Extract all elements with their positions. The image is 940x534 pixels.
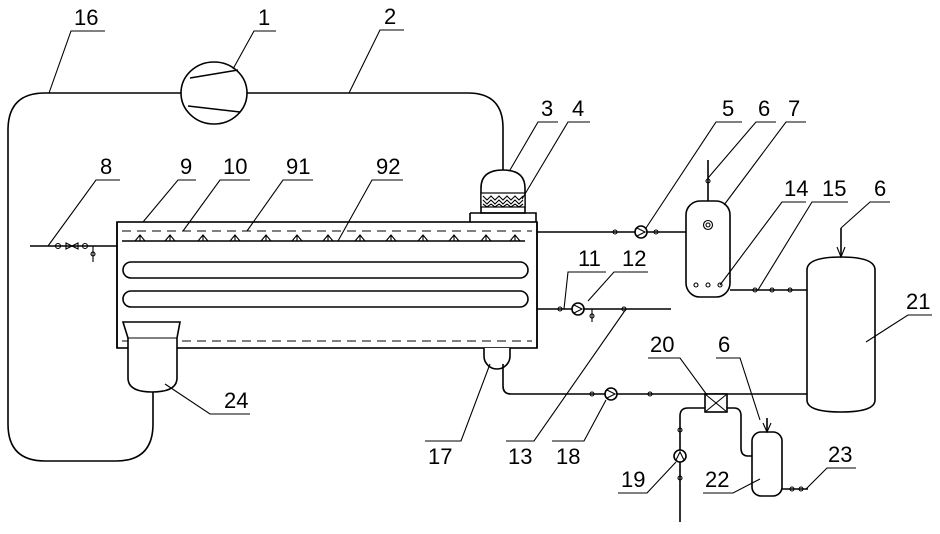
evaporator-shell [116,221,538,349]
label-8: 8 [100,154,112,179]
part-labels: 1 2 16 3 4 5 6 7 8 9 10 91 92 14 15 6 11… [74,4,930,492]
filter-mesh-4 [482,195,524,208]
sump-17 [483,348,511,370]
label-92: 92 [376,154,400,179]
pipe-15-valves [752,287,793,293]
label-2: 2 [384,4,396,29]
pipe-22 [727,407,752,457]
pump-5 [612,225,659,239]
label-24: 24 [224,388,248,413]
label-4: 4 [572,96,584,121]
label-6-bottom: 6 [718,332,730,357]
label-6-top: 6 [758,96,770,121]
label-11: 11 [578,246,601,271]
tank-21 [806,256,876,413]
label-16: 16 [74,5,98,30]
label-3: 3 [541,96,553,121]
compressor [180,61,248,125]
heat-exchange-tubes [122,261,529,308]
label-10: 10 [223,154,247,179]
pipe-17-to-21 [502,364,807,395]
label-17: 17 [428,444,452,469]
tank-7-inlet-valve [705,178,711,184]
leader-lines [47,29,932,494]
tank-22 [751,431,783,497]
label-6-right: 6 [874,176,886,201]
valve-20 [704,393,728,413]
dome-base [469,212,537,222]
spray-nozzles [134,234,521,242]
pump-19 [673,427,687,481]
pipe-2 [246,92,504,170]
label-23: 23 [828,442,852,467]
label-7: 7 [788,96,800,121]
inlet-valve [54,242,96,262]
label-21: 21 [906,289,930,314]
label-13: 13 [508,444,532,469]
pump-12 [557,302,627,322]
separator-24 [121,321,181,393]
label-19: 19 [621,467,645,492]
label-5: 5 [722,96,734,121]
pipe-23-valves [789,486,804,492]
label-91: 91 [286,154,310,179]
label-14: 14 [784,176,808,201]
label-12: 12 [622,246,646,271]
tank-21-arrow [836,246,846,259]
pipe-19 [679,407,705,522]
tank-7 [685,200,731,298]
label-18: 18 [556,444,580,469]
label-1: 1 [258,5,270,30]
label-15: 15 [822,176,846,201]
label-9: 9 [180,154,192,179]
label-20: 20 [650,332,674,357]
tank-22-arrow [762,422,772,434]
pipe-16-loop [7,92,183,462]
label-22: 22 [705,467,729,492]
pump-18 [589,387,653,401]
